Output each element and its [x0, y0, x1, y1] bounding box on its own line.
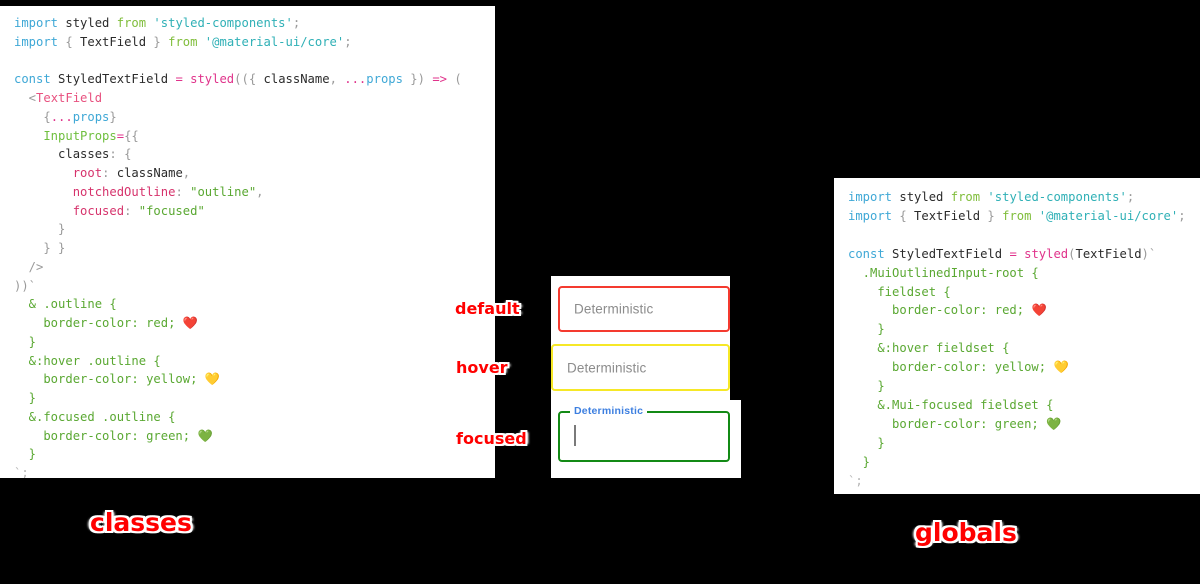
code-block-globals: import styled from 'styled-components'; …: [848, 190, 1186, 488]
annotation-default: default: [455, 299, 520, 318]
annotation-focused: focused: [456, 429, 527, 448]
textfield-focused[interactable]: Deterministic: [558, 405, 730, 462]
code-panel-globals: import styled from 'styled-components'; …: [834, 178, 1200, 494]
text-caret: [574, 425, 576, 446]
textfield-hover[interactable]: Deterministic: [551, 344, 730, 391]
textfield-hover-text: Deterministic: [567, 360, 647, 375]
title-classes: classes: [90, 508, 192, 537]
textfield-default-text: Deterministic: [574, 301, 654, 317]
annotation-hover: hover: [456, 358, 508, 377]
code-panel-classes: import styled from 'styled-components'; …: [0, 6, 495, 478]
textfield-default[interactable]: Deterministic: [558, 286, 730, 332]
code-block-classes: import styled from 'styled-components'; …: [14, 16, 462, 478]
textfield-focused-label: Deterministic: [570, 405, 648, 417]
title-globals: globals: [915, 518, 1017, 547]
